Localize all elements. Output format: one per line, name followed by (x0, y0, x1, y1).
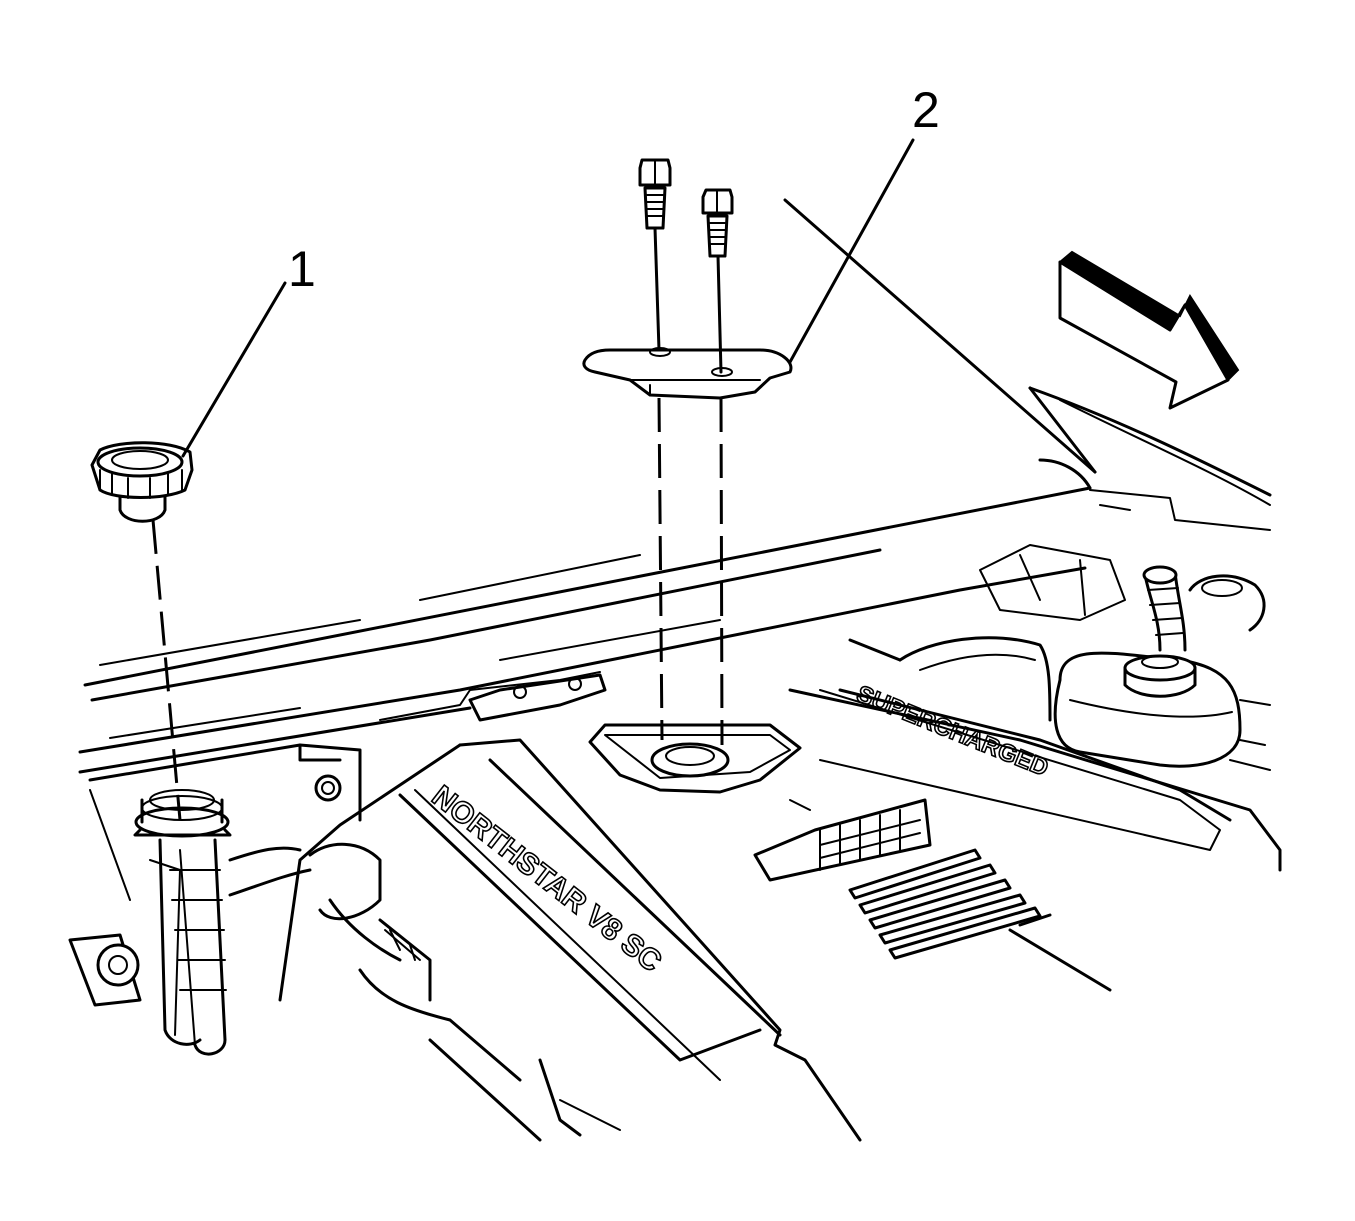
cover-vents (848, 848, 1052, 960)
bolt-1-install-path (657, 397, 664, 741)
callout-2-label: 2 (912, 82, 940, 138)
callout-2-leader (788, 138, 915, 364)
bolt-1-path-solid (653, 226, 661, 352)
upper-hose (1142, 565, 1266, 652)
left-bracketry (68, 671, 607, 1007)
emblem (753, 798, 932, 882)
bolt-1 (638, 158, 672, 230)
coolant-reservoir (1053, 651, 1242, 768)
cap-install-path (151, 519, 182, 821)
oil-fill-neck (133, 789, 232, 1056)
bracket-mount-recess (588, 723, 802, 794)
cowl-lines (78, 198, 1272, 774)
direction-arrow-icon (1058, 250, 1240, 410)
bolt-2-install-path (719, 397, 724, 746)
right-engine-cover (788, 688, 1282, 992)
bolt-2 (701, 188, 734, 258)
callout-1-leader (181, 281, 287, 458)
left-engine-cover (278, 738, 862, 1142)
right-structure (848, 544, 1271, 771)
mount-bracket (582, 347, 793, 400)
cover-text-left: NORTHSTAR V8 SC (426, 780, 668, 979)
bolt-2-path-solid (716, 254, 723, 374)
oil-fill-cap (90, 441, 194, 523)
cover-text-right: SUPERCHARGED (853, 681, 1052, 782)
callout-1-label: 1 (288, 241, 316, 297)
